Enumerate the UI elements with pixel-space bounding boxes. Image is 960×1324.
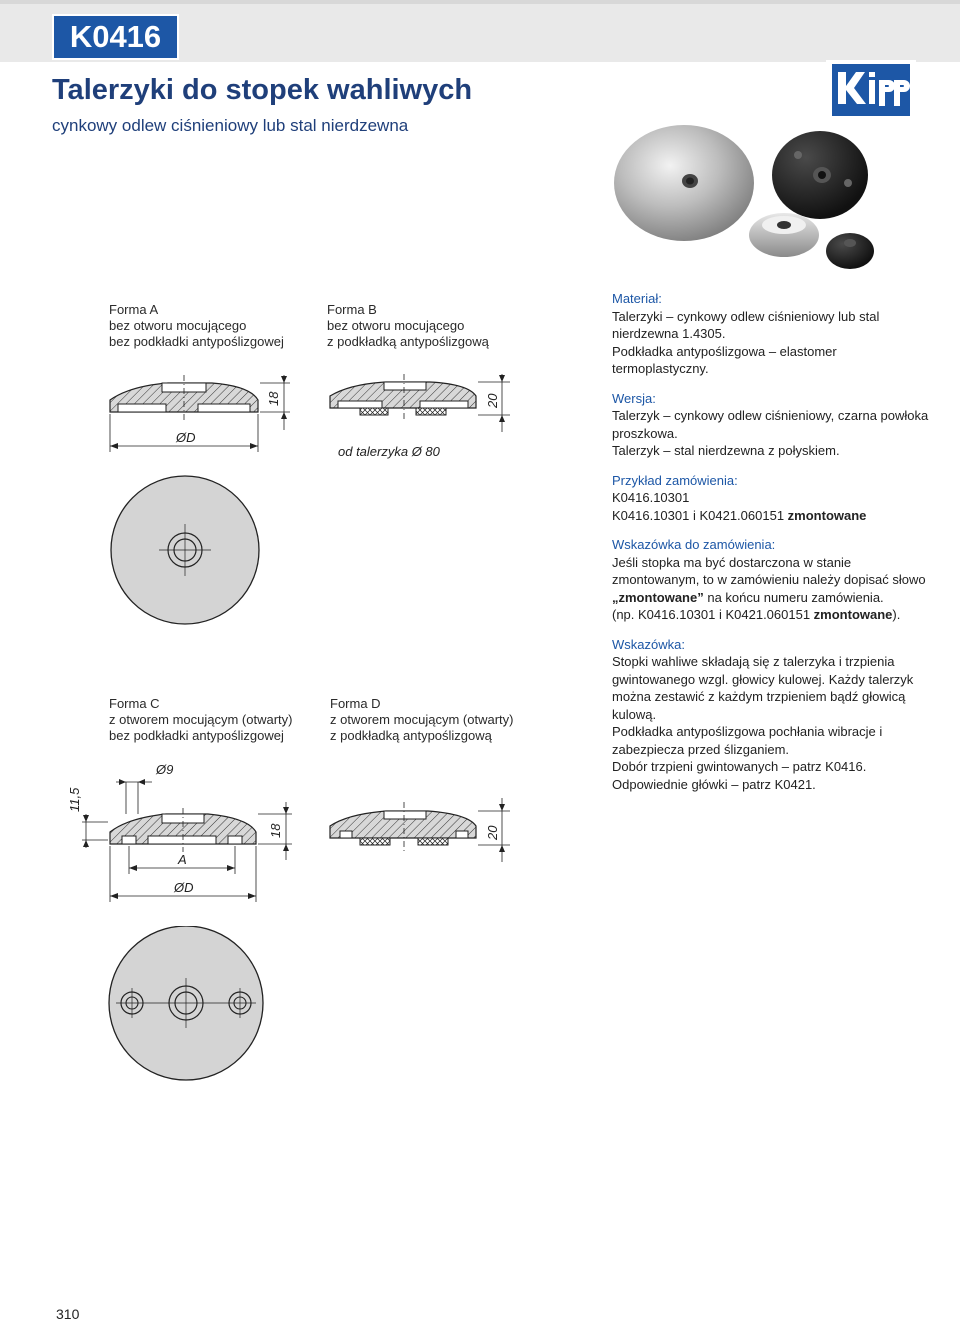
form-c-dia-label: ØD xyxy=(173,880,194,895)
order-hint-line: „zmontowane” na końcu numeru zamówienia. xyxy=(612,589,932,607)
form-d-line-2: z podkładką antypoślizgową xyxy=(330,728,492,743)
hint-line: można zestawić z każdym trzpieniem bądź … xyxy=(612,689,906,704)
order-hint-keyword: „zmontowane” xyxy=(612,589,704,605)
material-line: termoplastyczny. xyxy=(612,361,709,376)
form-c-caption: Forma C z otworem mocującym (otwarty) be… xyxy=(109,696,292,744)
form-a-line-2: bez podkładki antypoślizgowej xyxy=(109,334,284,349)
page-number: 310 xyxy=(56,1306,80,1322)
kipp-logo xyxy=(826,60,916,120)
product-code-badge: K0416 xyxy=(52,14,179,60)
version-line: Talerzyk – stal nierdzewna z połyskiem. xyxy=(612,443,840,458)
form-a-line-1: bez otworu mocującego xyxy=(109,318,247,333)
order-example-prefix: K0416.10301 i K0421.060151 xyxy=(612,507,788,523)
hint-line: Dobór trzpieni gwintowanych – patrz K041… xyxy=(612,759,867,774)
hint-line: zabezpiecza przed ślizganiem. xyxy=(612,741,790,757)
form-a-title: Forma A xyxy=(109,302,159,317)
form-a-dia-label: ØD xyxy=(175,430,196,445)
top-view-three-holes xyxy=(108,926,264,1081)
order-hint-line: zmontowanym, to w zamówieniu należy dopi… xyxy=(612,572,926,587)
form-c-section-drawing: Ø9 11,5 A ØD 18 xyxy=(67,762,292,902)
order-hint-line: (np. K0416.10301 i K0421.060151 zmontowa… xyxy=(612,606,932,624)
hint-section: Wskazówka: Stopki wahliwe składają się z… xyxy=(612,636,932,794)
material-section: Materiał: Talerzyki – cynkowy odlew ciśn… xyxy=(612,290,932,378)
form-d-caption: Forma D z otworem mocującym (otwarty) z … xyxy=(330,696,513,744)
version-line: Talerzyk – cynkowy odlew ciśnieniowy, cz… xyxy=(612,408,929,423)
form-c-offset-label: 11,5 xyxy=(67,787,82,812)
form-c-line-1: z otworem mocującym (otwarty) xyxy=(109,712,293,727)
hint-line: Odpowiednie główki – patrz K0421. xyxy=(612,776,816,792)
form-a-section-drawing: ØD 18 xyxy=(109,375,290,452)
order-example-line: K0416.10301 i K0421.060151 zmontowane xyxy=(612,507,932,525)
order-hint-rest: na końcu numeru zamówienia. xyxy=(703,589,884,605)
material-line: Podkładka antypoślizgowa – elastomer xyxy=(612,343,837,359)
order-hint-example-prefix: (np. K0416.10301 i K0421.060151 xyxy=(612,607,814,622)
top-view-plain xyxy=(110,475,260,625)
order-hint-example-bold: zmontowane xyxy=(813,607,893,622)
order-example-section: Przykład zamówienia: K0416.10301 K0416.1… xyxy=(612,472,932,525)
form-b-title: Forma B xyxy=(327,302,377,317)
form-d-line-1: z otworem mocującym (otwarty) xyxy=(330,712,514,727)
version-section: Wersja: Talerzyk – cynkowy odlew ciśnien… xyxy=(612,390,932,460)
form-c-hole-label: Ø9 xyxy=(155,762,173,777)
form-c-height-label: 18 xyxy=(268,823,283,838)
order-example-bold: zmontowane xyxy=(787,507,867,523)
material-line: Talerzyki – cynkowy odlew ciśnieniowy lu… xyxy=(612,308,880,324)
form-d-title: Forma D xyxy=(330,696,381,711)
form-a-caption: Forma A bez otworu mocującego bez podkła… xyxy=(109,302,284,350)
hint-line: Stopki wahliwe składają się z talerzyka … xyxy=(612,654,895,669)
form-b-line-1: bez otworu mocującego xyxy=(327,318,465,333)
page-subtitle: cynkowy odlew ciśnieniowy lub stal nierd… xyxy=(52,116,409,135)
material-heading: Materiał: xyxy=(612,291,662,306)
info-column: Materiał: Talerzyki – cynkowy odlew ciśn… xyxy=(612,290,932,805)
form-d-height-label: 20 xyxy=(485,825,500,841)
product-photo xyxy=(614,125,874,269)
order-hint-section: Wskazówka do zamówienia: Jeśli stopka ma… xyxy=(612,536,932,624)
hint-line: Podkładka antypoślizgowa pochłania wibra… xyxy=(612,724,883,739)
form-b-line-2: z podkładką antypoślizgową xyxy=(327,334,489,349)
order-example-heading: Przykład zamówienia: xyxy=(612,472,738,488)
hint-heading: Wskazówka: xyxy=(612,636,685,652)
form-b-height-label: 20 xyxy=(485,393,500,409)
hint-line: kulową. xyxy=(612,706,657,722)
page-title: Talerzyki do stopek wahliwych xyxy=(52,74,473,106)
version-heading: Wersja: xyxy=(612,390,656,406)
order-hint-example-suffix: ). xyxy=(892,607,901,622)
order-hint-line: Jeśli stopka ma być dostarczona w stanie xyxy=(612,554,852,570)
form-b-note: od talerzyka Ø 80 xyxy=(338,444,441,459)
material-line: nierdzewna 1.4305. xyxy=(612,326,726,341)
order-hint-heading: Wskazówka do zamówienia: xyxy=(612,537,776,552)
form-d-section-drawing: 20 xyxy=(329,798,510,862)
form-c-line-2: bez podkładki antypoślizgowej xyxy=(109,728,284,743)
version-line: proszkowa. xyxy=(612,425,678,441)
header-stripe xyxy=(0,0,960,4)
form-c-a-label: A xyxy=(177,852,187,867)
form-b-caption: Forma B bez otworu mocującego z podkładk… xyxy=(327,302,489,350)
order-example-line: K0416.10301 xyxy=(612,490,690,505)
form-a-height-label: 18 xyxy=(266,391,281,406)
hint-line: gwintowanego wzgl. głowicy kulowej. Każd… xyxy=(612,671,914,687)
form-c-title: Forma C xyxy=(109,696,160,711)
form-b-section-drawing: 20 od talerzyka Ø 80 xyxy=(329,374,510,459)
